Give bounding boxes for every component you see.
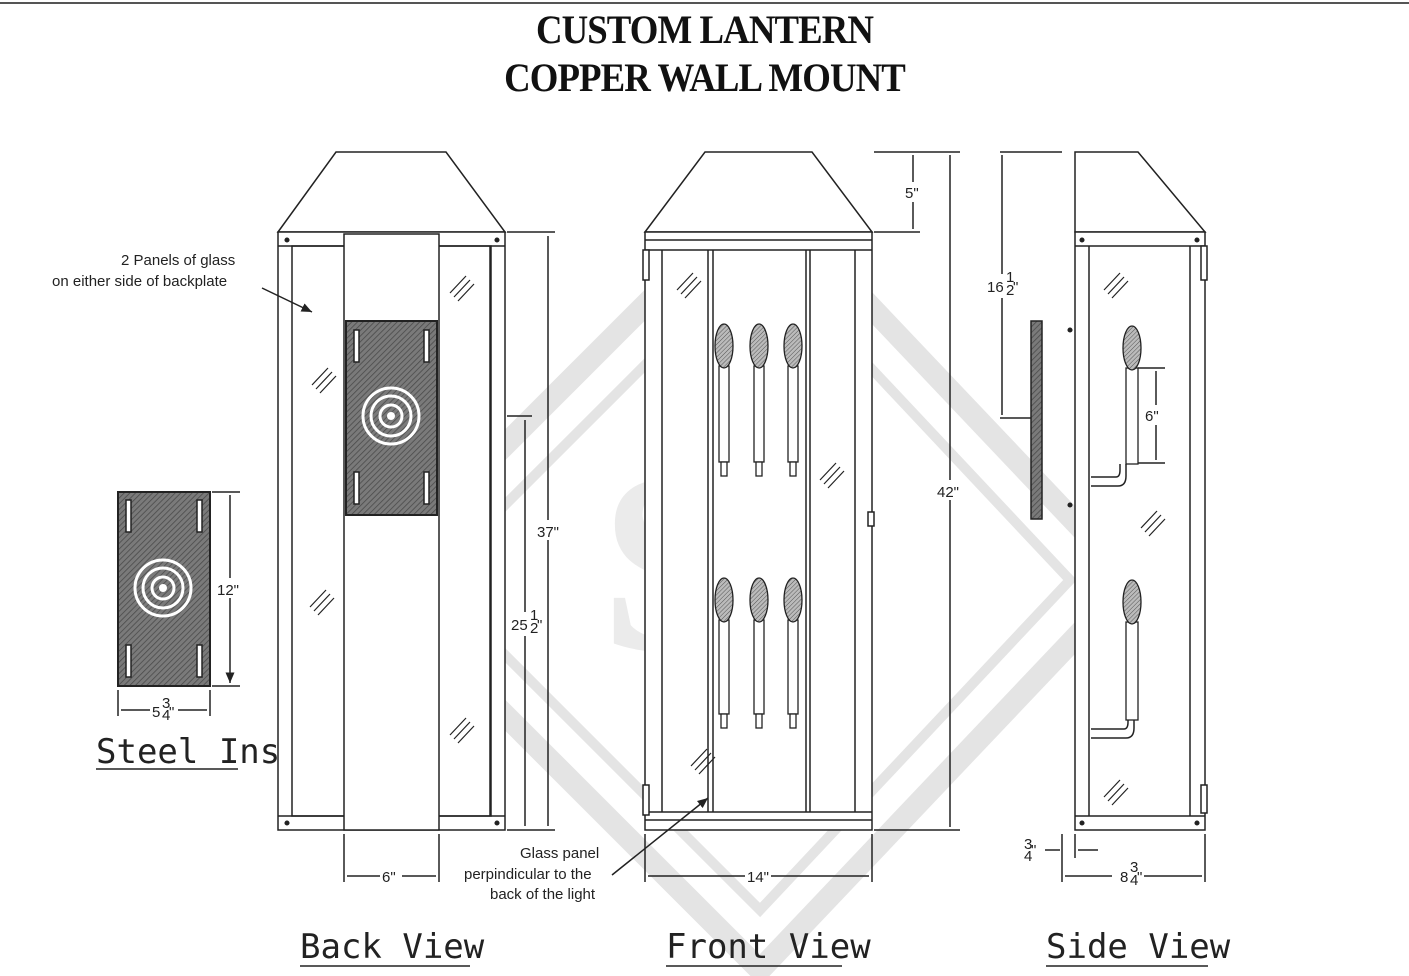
svg-text:3: 3 — [162, 695, 170, 712]
drawing-title-line1: CUSTOM LANTERN — [535, 7, 874, 52]
total-height-dim: 42" — [937, 484, 959, 501]
svg-text:8: 8 — [1120, 869, 1128, 886]
svg-text:": " — [1137, 869, 1142, 886]
svg-text:": " — [1031, 842, 1036, 859]
svg-text:25: 25 — [511, 617, 528, 634]
back-height-37-dim: 37" — [537, 524, 559, 541]
glass-perp-note-line3: back of the light — [490, 886, 596, 903]
glass-perp-note-line2: perpindicular to the — [464, 866, 592, 883]
glass-panels-note-line1: 2 Panels of glass — [121, 252, 235, 269]
svg-text:4: 4 — [1130, 872, 1138, 889]
front-candles-top — [714, 323, 803, 477]
back-width-dim: 6" — [382, 869, 396, 886]
front-candles-bottom — [714, 577, 803, 729]
drawing-title-line2: COPPER WALL MOUNT — [504, 55, 906, 100]
steel-insert-view — [117, 491, 240, 716]
front-view — [611, 151, 960, 882]
glass-panels-note-line2: on either side of backplate — [52, 273, 227, 290]
svg-text:16: 16 — [987, 279, 1004, 296]
side-view — [1000, 151, 1208, 882]
svg-text:4: 4 — [162, 707, 170, 724]
insert-width-dim: 5 3 4 " — [152, 695, 174, 724]
svg-text:2: 2 — [1006, 282, 1014, 299]
svg-text:": " — [537, 617, 542, 634]
svg-text:1: 1 — [530, 607, 538, 624]
top-height-dim: 5" — [905, 185, 919, 202]
top-border-line — [0, 2, 1409, 4]
front-view-label: Front View — [666, 927, 871, 967]
side-candles — [1122, 325, 1142, 721]
svg-text:2: 2 — [530, 620, 538, 637]
svg-text:1: 1 — [1006, 269, 1014, 286]
side-view-label: Side View — [1046, 927, 1231, 967]
svg-text:4: 4 — [1024, 848, 1032, 865]
glass-perp-note-line1: Glass panel — [520, 845, 599, 862]
front-width-dim: 14" — [747, 869, 769, 886]
svg-text:5: 5 — [152, 704, 160, 721]
back-height-25-dim: 25 1 2 " — [510, 607, 546, 637]
svg-text:3: 3 — [1130, 859, 1138, 876]
svg-text:": " — [169, 704, 174, 721]
side-offset-dim: 3 4 " — [1024, 836, 1036, 865]
svg-text:": " — [1013, 279, 1018, 296]
candle-height-dim: 6" — [1145, 408, 1159, 425]
insert-height-dim: 12" — [217, 582, 239, 599]
side-depth-dim: 8 3 4 " — [1120, 859, 1142, 889]
back-view — [261, 151, 555, 882]
svg-text:3: 3 — [1024, 836, 1032, 853]
back-view-label: Back View — [300, 927, 485, 967]
mount-height-dim: 16 1 2 " — [985, 269, 1021, 299]
